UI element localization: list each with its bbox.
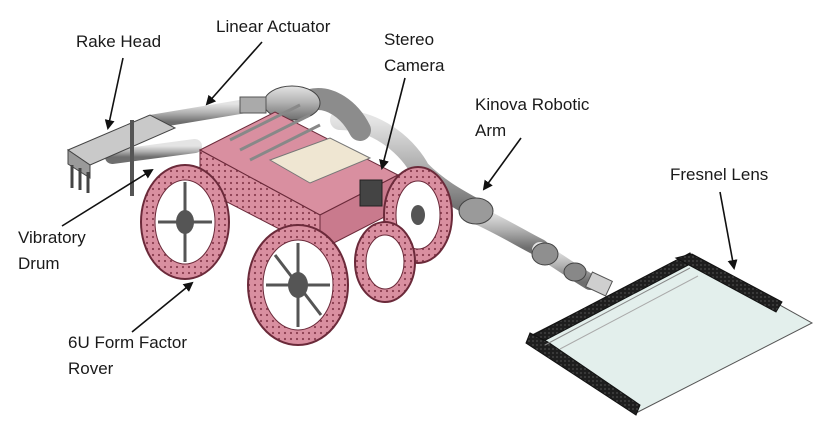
- wheel-rear-left: [140, 164, 230, 280]
- callout-arrows: [61, 41, 738, 333]
- label-rover-line2: Rover: [68, 359, 114, 378]
- kinova-arm: [263, 85, 614, 297]
- arrow-linear-actuator: [205, 41, 263, 106]
- rover-wheels: [140, 164, 453, 346]
- rover-chassis: [198, 103, 400, 251]
- label-linear-actuator: Linear Actuator: [216, 17, 331, 36]
- label-fresnel-lens: Fresnel Lens: [670, 165, 769, 184]
- label-vibratory-drum-line1: Vibratory: [18, 228, 86, 247]
- label-kinova-arm-line1: Kinova Robotic: [475, 95, 590, 114]
- label-kinova-arm-line2: Arm: [475, 121, 507, 140]
- wheel-front-left: [247, 224, 349, 346]
- label-rake-head: Rake Head: [76, 32, 162, 51]
- label-rover-line1: 6U Form Factor: [68, 333, 188, 352]
- fresnel-lens: [525, 252, 814, 416]
- label-vibratory-drum-line2: Drum: [18, 254, 60, 273]
- arrow-rover: [131, 281, 194, 333]
- label-stereo-camera-line2: Camera: [384, 56, 445, 75]
- arrow-kinova-arm: [482, 137, 522, 191]
- arrow-rake-head: [104, 57, 124, 130]
- linear-actuators: [105, 96, 267, 164]
- arrow-fresnel-lens: [719, 191, 738, 270]
- wheel-front-right: [354, 221, 416, 303]
- label-stereo-camera-line1: Stereo: [384, 30, 435, 49]
- arrow-vibratory-drum: [61, 168, 154, 227]
- arrow-stereo-camera: [379, 77, 406, 170]
